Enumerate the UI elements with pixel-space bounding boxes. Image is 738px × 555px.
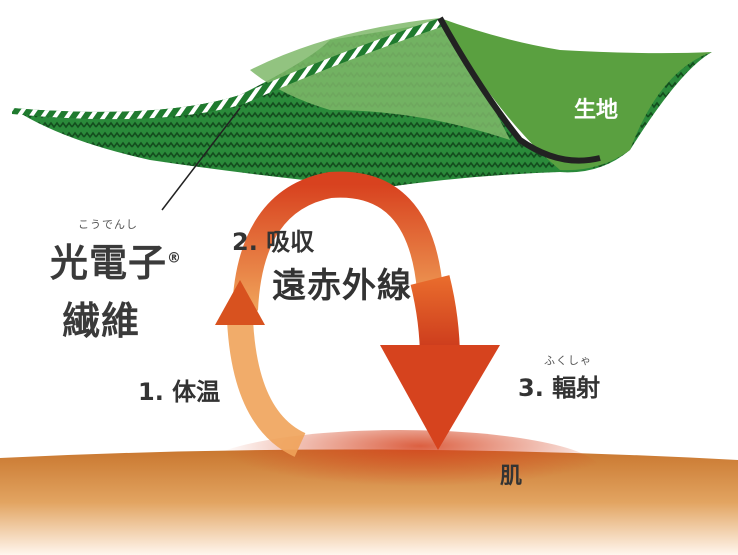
energy-cycle-arrows (215, 171, 500, 457)
step3-radiation-label: 3. 輻射 (518, 374, 601, 402)
registered-mark: ® (167, 250, 183, 267)
fiber-name: 光電子 (50, 241, 168, 285)
step2-absorb-label: 2. 吸収 (232, 228, 315, 256)
skin-surface (0, 430, 738, 555)
skin-label: 肌 (500, 464, 523, 489)
step3-ruby: ふくしゃ (544, 354, 592, 367)
fabric-sheet (12, 16, 712, 211)
step1-body-heat-label: 1. 体温 (138, 378, 221, 406)
fiber-label-line1: 光電子® (50, 232, 182, 287)
fabric-label: 生地 (574, 98, 619, 123)
fiber-ruby: こうでんし (78, 218, 138, 231)
far-infrared-label: 遠赤外線 (272, 266, 412, 306)
fiber-label-line2: 繊維 (62, 299, 141, 343)
